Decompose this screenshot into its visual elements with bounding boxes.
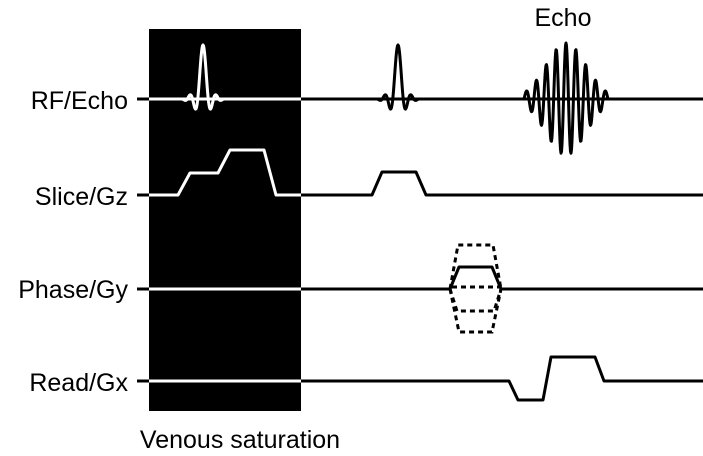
phase-encode-table-lowest (448, 288, 503, 334)
excitation-rf-pulse (375, 43, 421, 111)
row-label-rf-echo: RF/Echo (31, 87, 128, 115)
echo-signal (522, 41, 610, 155)
phase-encode-gradient (301, 265, 703, 291)
saturation-slice-gradient (149, 148, 301, 197)
echo-label: Echo (535, 4, 592, 32)
row-label-phase-gy: Phase/Gy (18, 276, 128, 304)
phase-encode-table-lower (448, 288, 503, 313)
saturation-rf-pulse (180, 43, 226, 111)
row-label-read-gx: Read/Gx (29, 369, 128, 397)
row-label-slice-gz: Slice/Gz (35, 183, 128, 211)
venous-saturation-caption: Venous saturation (140, 426, 340, 454)
venous-saturation-block (149, 29, 301, 411)
slice-select-gradient (301, 170, 703, 197)
phase-encode-table-upper (448, 243, 503, 290)
readout-gradient (301, 355, 703, 402)
